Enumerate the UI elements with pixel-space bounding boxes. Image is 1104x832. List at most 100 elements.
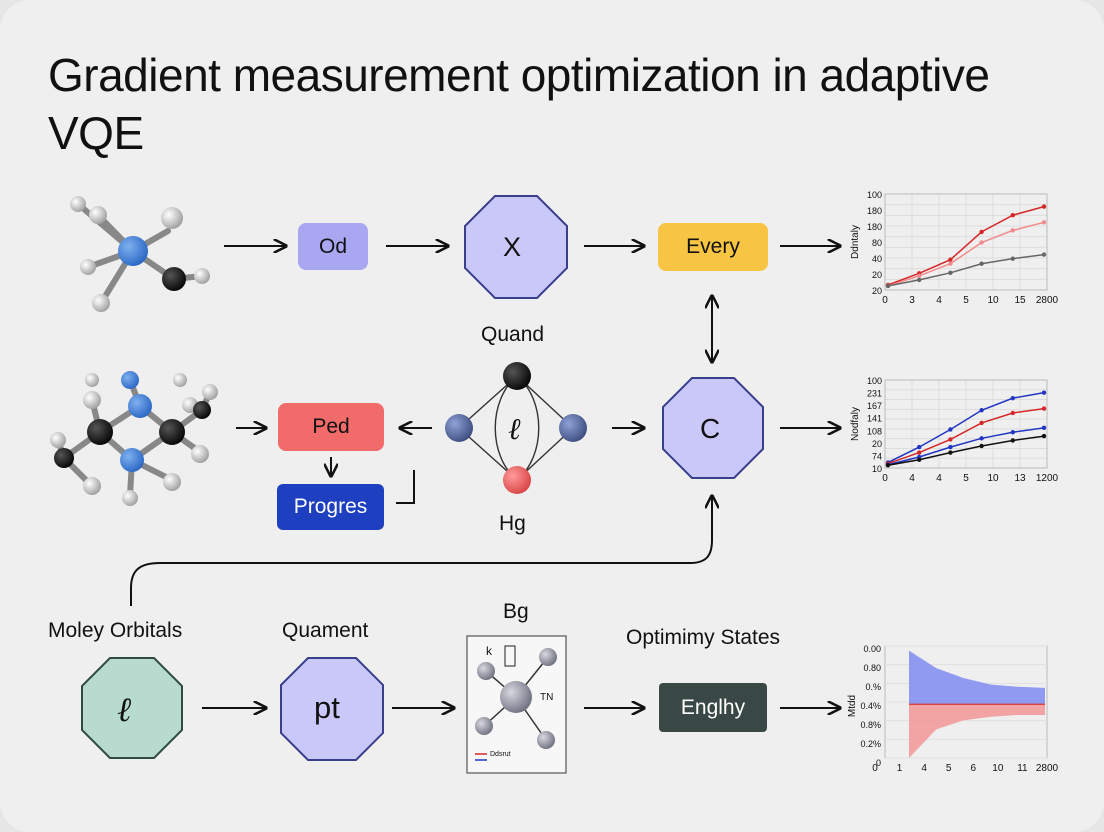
box-ped-label: Ped [312, 415, 350, 438]
node-top [503, 362, 531, 390]
y-tick-label: 0.% [865, 682, 881, 692]
data-point [885, 283, 891, 289]
y-tick-label: 180 [867, 222, 882, 232]
y-tick-label: 20 [872, 270, 882, 280]
series-line [887, 391, 1045, 464]
node-bottom [503, 466, 531, 494]
data-point [1041, 204, 1047, 209]
series-line [887, 435, 1045, 466]
x-tick-label: 10 [987, 295, 999, 306]
area-lower [909, 704, 1045, 758]
data-point [1010, 438, 1015, 443]
series-line [887, 221, 1045, 287]
x-tick-label: 4 [909, 473, 915, 484]
box-ped: Ped [278, 403, 384, 451]
y-tick-label: 0 [876, 758, 881, 768]
page-title: Gradient measurement optimization in ada… [48, 49, 990, 159]
data-point [948, 261, 953, 266]
box-every: Every [658, 223, 768, 271]
data-point [1041, 406, 1047, 411]
panel-label: Bg [503, 600, 529, 623]
data-point [979, 436, 984, 441]
data-point [948, 444, 953, 450]
x-tick-label: 2800 [1036, 295, 1059, 306]
x-tick-label: 2800 [1036, 763, 1059, 774]
molecule-2-icon [50, 371, 218, 506]
octagon-orbitals [81, 657, 183, 759]
y-tick-label: 167 [867, 401, 882, 411]
x-tick-label: 1200 [1036, 473, 1059, 484]
quament-label: Quament [282, 619, 369, 642]
octagon-x [464, 195, 568, 299]
octagon-c [662, 377, 764, 479]
octagon-pt [280, 657, 384, 761]
data-point [979, 240, 984, 245]
x-tick-label: 5 [963, 473, 969, 484]
y-tick-label: 180 [867, 206, 882, 216]
data-point [1010, 430, 1015, 435]
data-point [1041, 252, 1047, 257]
molecule-1-icon [70, 196, 210, 312]
x-tick-label: 4 [936, 473, 942, 484]
data-point [1041, 220, 1047, 225]
area-upper [909, 650, 1045, 705]
y-axis-label: Ddntaly [850, 225, 861, 259]
data-point [979, 261, 984, 266]
x-tick-label: 0 [882, 473, 888, 484]
x-tick-label: 0 [882, 295, 888, 306]
data-point [1041, 433, 1047, 439]
y-tick-label: 0.4% [860, 701, 881, 711]
octagon-x-label: X [503, 232, 522, 262]
octagon-orbitals-glyph: ℓ [117, 690, 132, 730]
y-tick-label: 141 [867, 414, 882, 424]
data-point [1041, 390, 1047, 395]
panel-legend-label: Ddsrut [490, 751, 511, 758]
data-point [917, 450, 922, 455]
y-axis-label: Mtdd [847, 695, 858, 717]
y-tick-label: 0.2% [860, 739, 881, 749]
data-point [917, 273, 922, 279]
data-point [979, 229, 984, 235]
arrows [130, 246, 840, 708]
box-od: Od [298, 223, 368, 270]
data-point [917, 444, 922, 450]
y-tick-label: 100 [867, 376, 882, 386]
series-line [887, 253, 1045, 287]
y-tick-label: 100 [867, 190, 882, 200]
plot-frame [884, 193, 1048, 291]
optimimy-label: Optimimy States [626, 626, 781, 649]
y-tick-label: 0.00 [863, 644, 881, 654]
x-tick-label: 4 [921, 763, 927, 774]
node-left [445, 414, 473, 442]
x-tick-label: 10 [987, 473, 999, 484]
y-axis-label: Nodfaly [850, 407, 861, 441]
x-tick-label: 0 [872, 763, 878, 774]
box-englhy-label: Englhy [680, 695, 746, 719]
data-point [1010, 228, 1015, 233]
network-center-glyph: ℓ [508, 412, 521, 447]
network-bottom-label: Hg [499, 512, 526, 535]
data-point [885, 463, 891, 468]
x-tick-label: 5 [963, 295, 969, 306]
y-tick-label: 108 [867, 426, 882, 436]
x-tick-label: 6 [971, 763, 977, 774]
y-tick-label: 231 [867, 389, 882, 399]
x-tick-label: 13 [1014, 473, 1026, 484]
octagon-c-label: C [700, 413, 721, 444]
y-tick-label: 20 [872, 286, 882, 296]
box-progres: Progres [277, 484, 384, 530]
y-tick-label: 74 [872, 451, 882, 461]
data-point [948, 427, 953, 432]
octagon-pt-label: pt [314, 690, 340, 725]
y-tick-label: 10 [872, 464, 882, 474]
network-top-label: Quand [481, 323, 545, 346]
x-tick-label: 1 [897, 763, 903, 774]
data-point [948, 257, 953, 262]
series-line [887, 427, 1045, 466]
graph-panel [466, 635, 567, 774]
data-point [979, 408, 984, 413]
series-line [887, 205, 1045, 286]
